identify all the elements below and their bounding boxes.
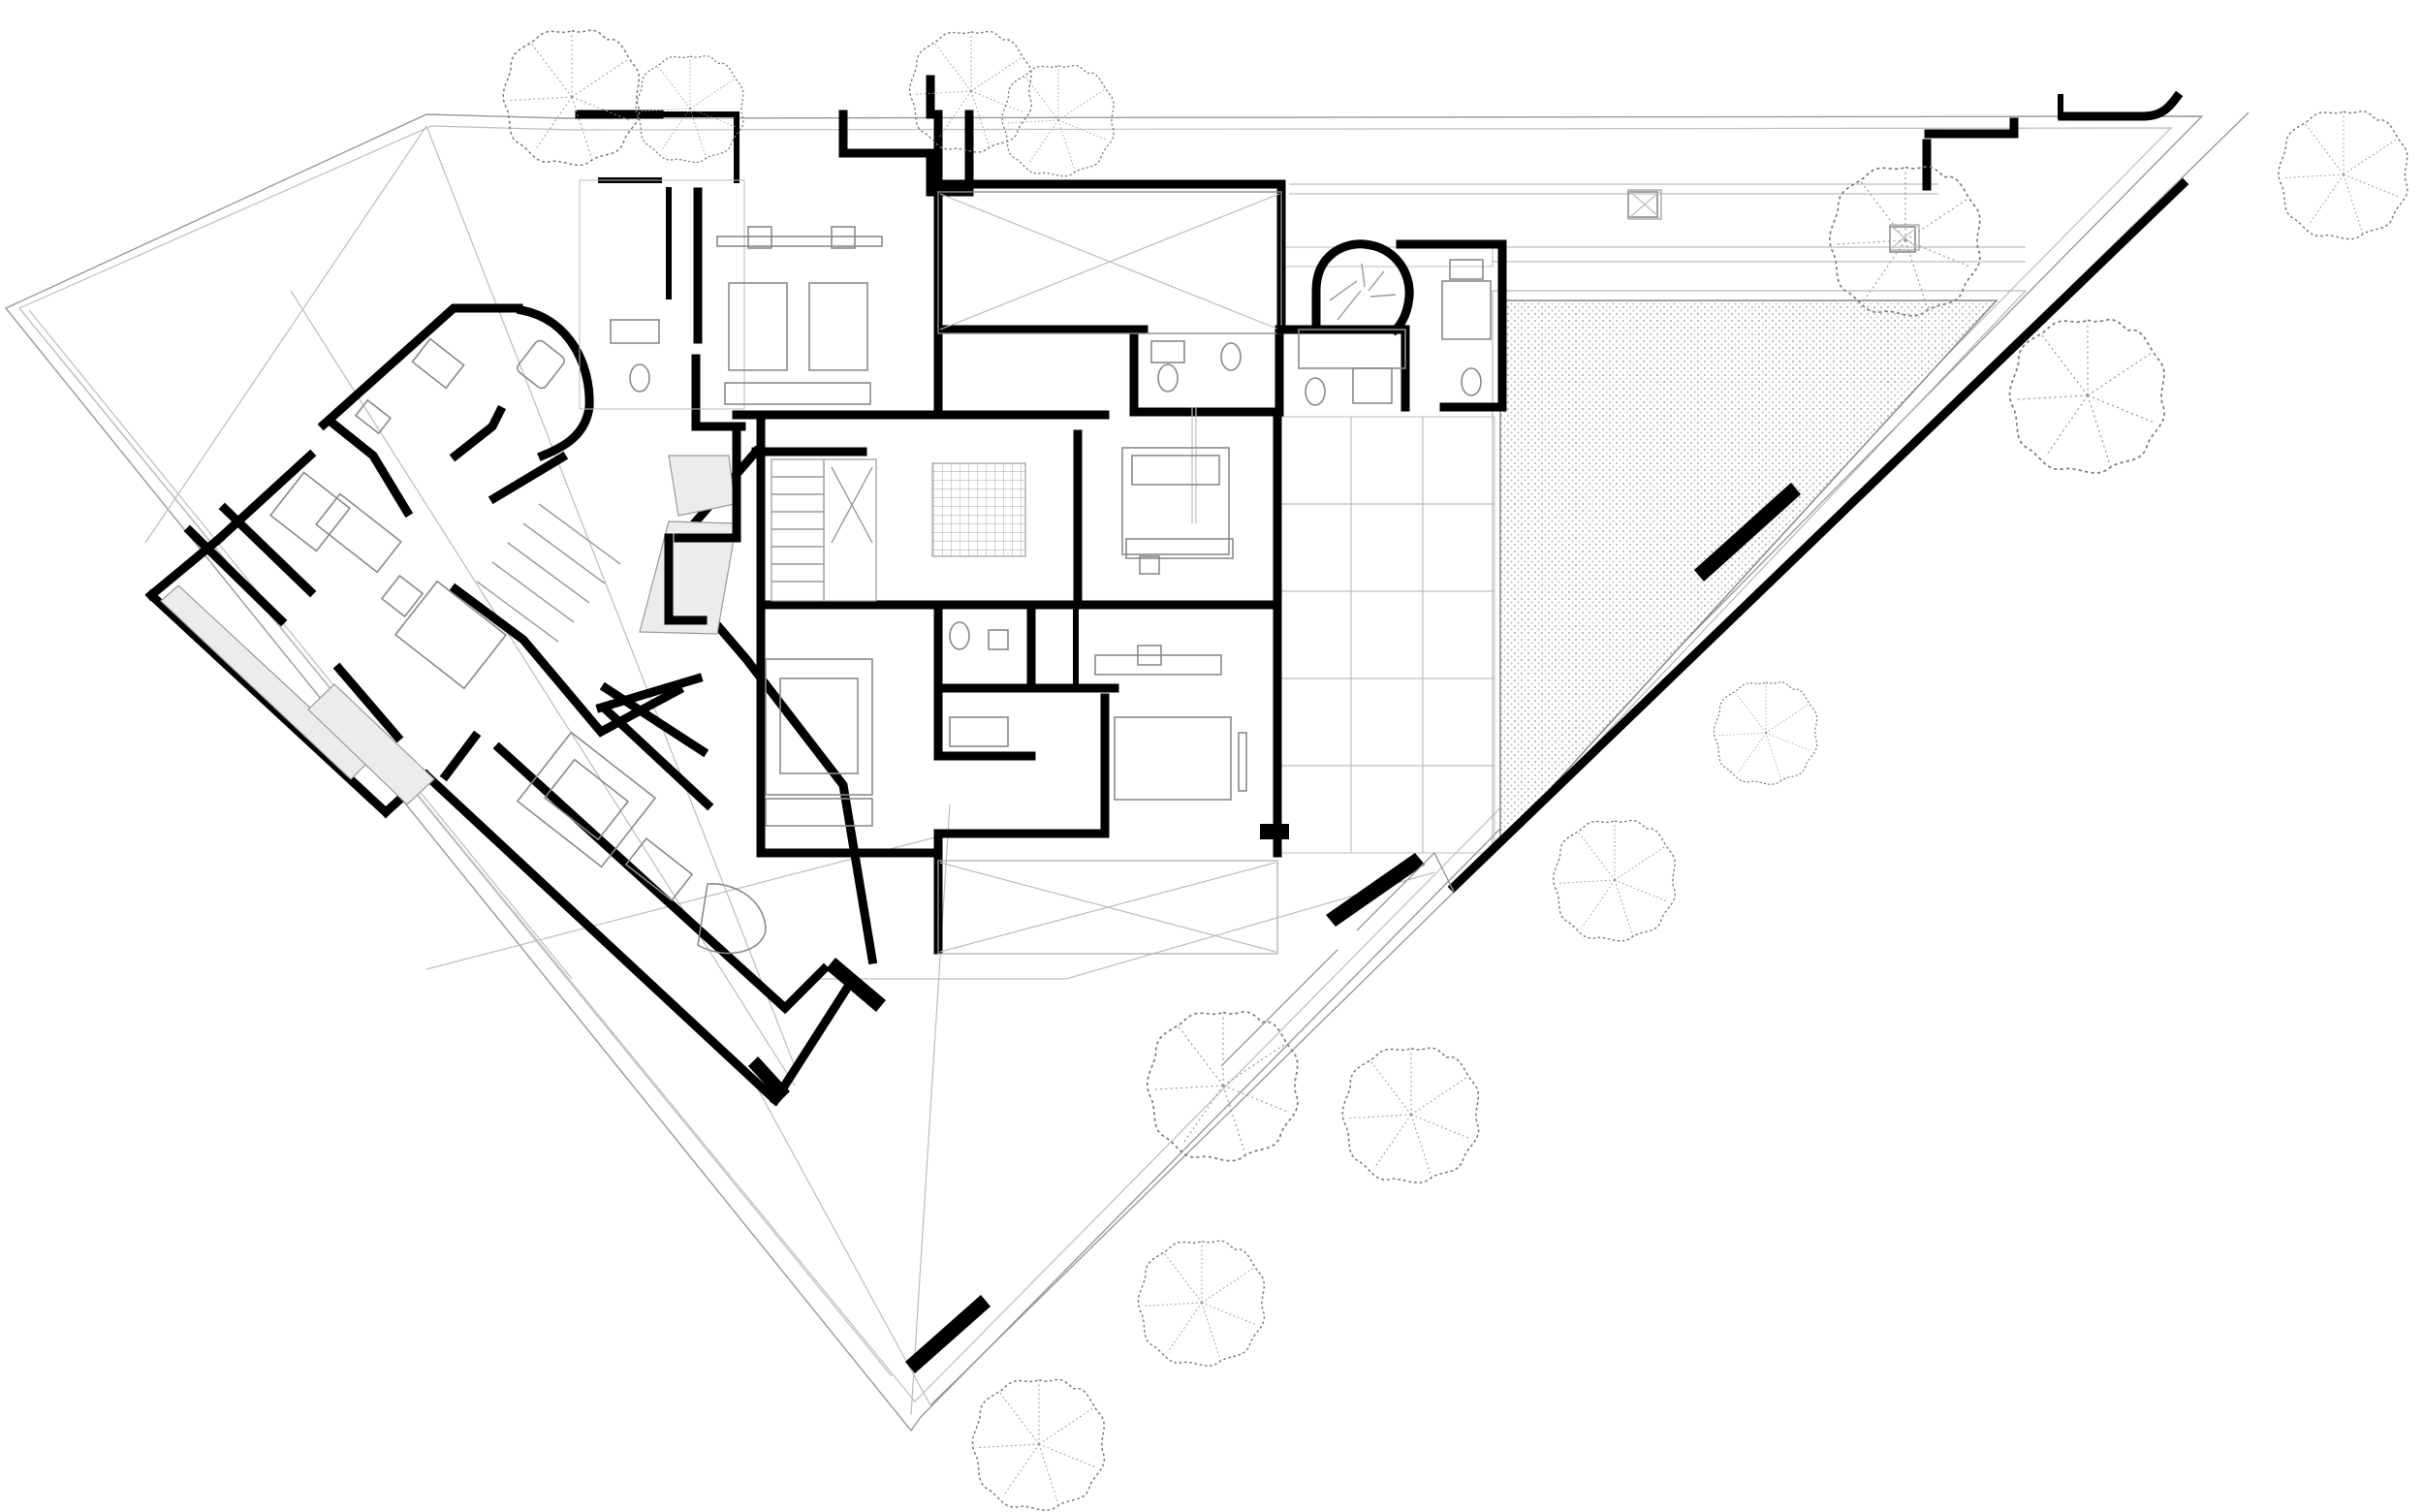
tree-icon — [1137, 1240, 1266, 1367]
tree-icon — [1146, 1011, 1299, 1162]
stair-icon — [1276, 239, 1507, 412]
tree-icon — [1828, 166, 1981, 317]
stair-icon — [771, 458, 877, 602]
toilet-icon — [610, 259, 1484, 747]
tree-icon — [2008, 318, 2165, 474]
pool — [1492, 290, 2028, 855]
bed-icon — [716, 226, 883, 405]
bed-icon — [1094, 645, 1247, 801]
stair-icon — [476, 503, 621, 643]
tree-icon — [1341, 1047, 1480, 1184]
setback-lines — [18, 125, 1435, 1416]
tree-icon — [971, 1378, 1106, 1511]
trees — [502, 29, 2408, 1511]
tree-icon — [1001, 64, 1115, 177]
boundary-walls — [905, 177, 2189, 1373]
left-wing — [144, 303, 886, 1107]
central-block — [476, 75, 2184, 955]
details — [1627, 189, 1920, 251]
sofa-icon — [765, 658, 873, 827]
tree-icon — [1713, 681, 1818, 785]
tree-icon — [502, 29, 641, 167]
bed-icon — [1121, 447, 1234, 575]
tree-icon — [1553, 819, 1676, 942]
tree-icon — [2278, 110, 2408, 240]
tree-icon — [635, 55, 744, 164]
